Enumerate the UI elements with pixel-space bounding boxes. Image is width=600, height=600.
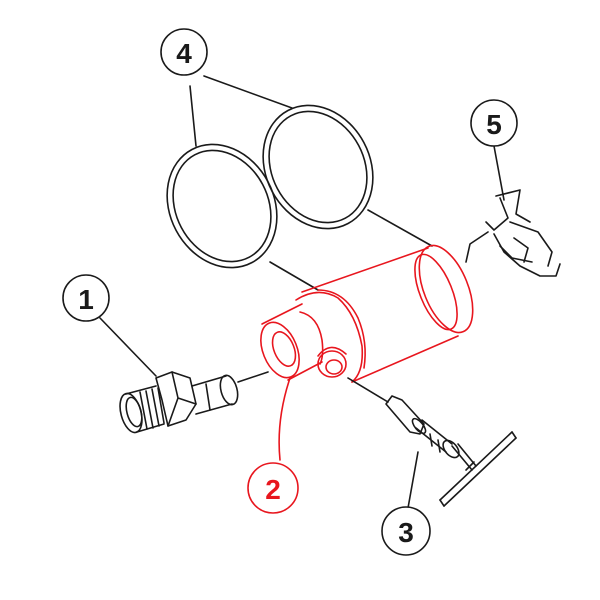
probe-pin (385, 395, 517, 507)
retaining-clip (465, 189, 561, 277)
callout-5: 5 (470, 99, 518, 147)
ring-guide-line-lower (269, 261, 319, 291)
svg-text:1: 1 (78, 284, 94, 315)
svg-text:4: 4 (176, 38, 192, 69)
ring-guide-line-upper (367, 209, 433, 247)
leader-line-5 (493, 145, 505, 201)
o-ring-left (166, 143, 278, 269)
callout-3: 3 (381, 506, 431, 556)
leader-line-1 (99, 317, 157, 377)
leader-line-2 (278, 377, 291, 461)
callout-1: 1 (62, 274, 110, 322)
svg-text:5: 5 (486, 109, 502, 140)
svg-text:3: 3 (398, 517, 414, 548)
leader-line-4b (203, 75, 293, 109)
probe-guide-line (347, 377, 389, 403)
svg-text:2: 2 (265, 474, 281, 505)
callout-2: 2 (247, 462, 299, 514)
leader-line-4a (189, 85, 197, 147)
callout-4: 4 (160, 28, 208, 76)
threaded-fitting (119, 371, 239, 434)
o-ring-right (262, 104, 374, 230)
fitting-guide-line (237, 371, 269, 383)
housing-body (260, 244, 474, 383)
leader-line-3 (407, 451, 419, 509)
